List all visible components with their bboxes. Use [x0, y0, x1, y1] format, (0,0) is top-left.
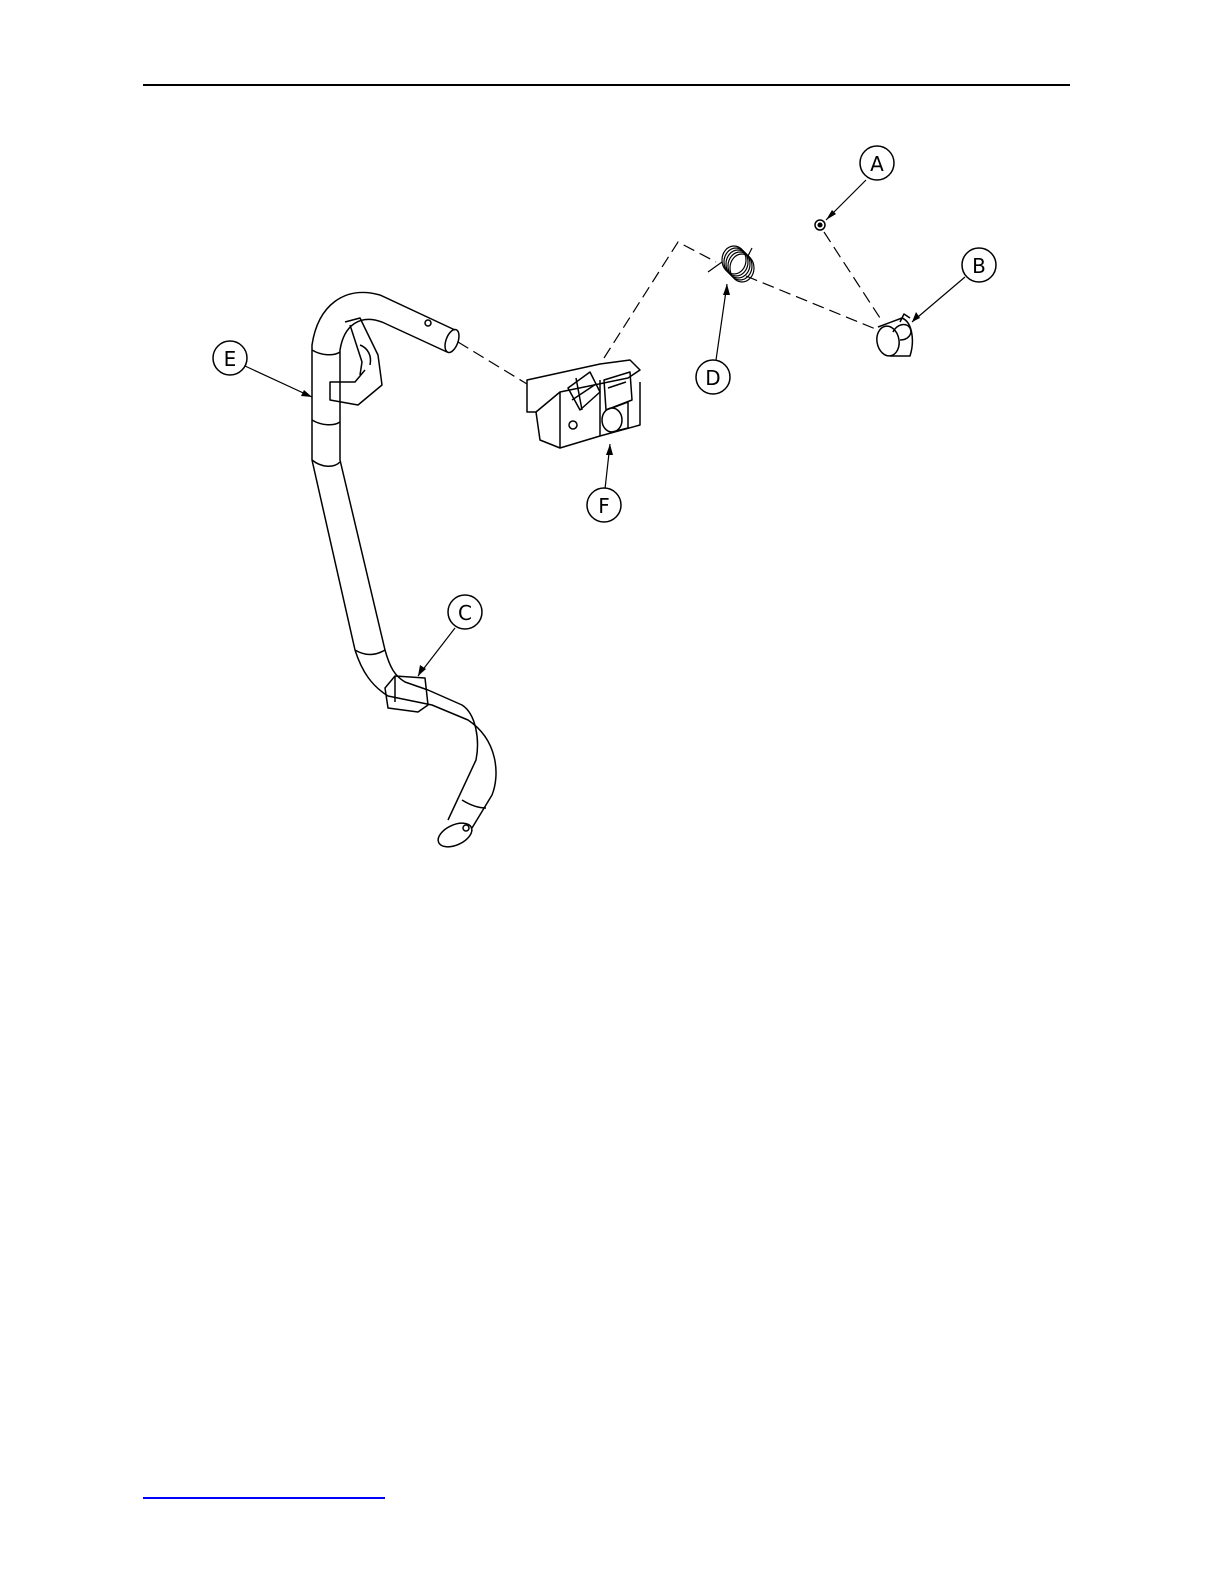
callout-a: A: [860, 146, 894, 180]
callout-arrowheads: [301, 210, 920, 676]
callout-d: D: [696, 360, 730, 394]
callout-b: B: [962, 248, 996, 282]
callout-a-label: A: [870, 152, 884, 176]
part-e-handle-tube: [312, 292, 496, 851]
part-a-fastener: [815, 220, 825, 230]
callout-c: C: [448, 595, 482, 629]
footer-link-underline[interactable]: [143, 1497, 385, 1499]
part-f-latch-housing: [527, 360, 640, 448]
callout-f: F: [587, 488, 621, 522]
part-b-collar: [875, 314, 913, 358]
callout-e-label: E: [224, 347, 237, 371]
callout-d-label: D: [705, 366, 720, 390]
callout-f-label: F: [598, 494, 610, 518]
callout-c-label: C: [458, 601, 472, 625]
callout-e: E: [213, 341, 247, 375]
callout-b-label: B: [972, 254, 986, 278]
assembly-dashed-lines: [458, 232, 880, 384]
